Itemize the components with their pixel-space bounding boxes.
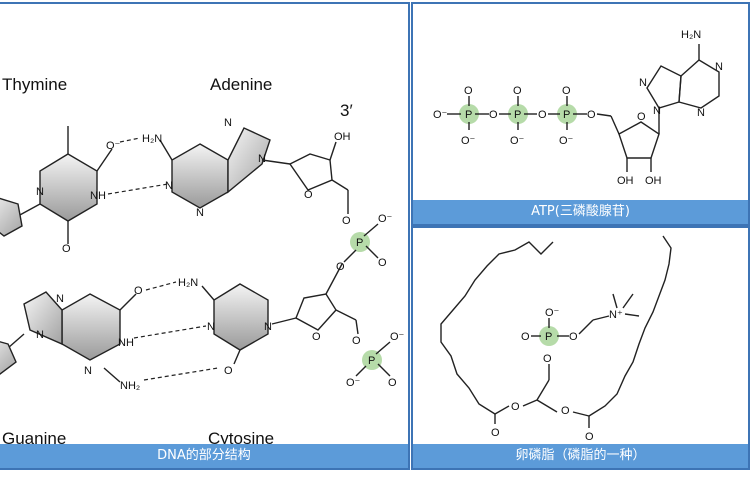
svg-text:O: O: [464, 85, 473, 97]
svg-text:H₂N: H₂N: [178, 277, 198, 289]
svg-text:O: O: [587, 109, 596, 121]
svg-text:O: O: [562, 85, 571, 97]
svg-text:P: P: [356, 237, 363, 249]
lecithin-caption: 卵磷脂（磷脂的一种）: [413, 444, 748, 468]
svg-text:O: O: [352, 335, 361, 347]
svg-text:O: O: [378, 257, 387, 269]
dna-caption: DNA的部分结构: [0, 444, 408, 468]
svg-text:NH: NH: [90, 190, 106, 202]
atp-adenine: H₂N N N N N: [639, 29, 723, 119]
svg-text:N: N: [165, 180, 173, 192]
svg-text:O: O: [489, 109, 498, 121]
svg-text:O⁻: O⁻: [390, 331, 405, 343]
phosphocholine-head: P O⁻ O O N⁺: [521, 293, 640, 346]
svg-text:O⁻: O⁻: [510, 135, 525, 147]
lecithin-structure-diagram: O O O O O P O⁻ O O N⁺: [440, 235, 672, 443]
lecithin-panel: O O O O O P O⁻ O O N⁺: [411, 226, 750, 470]
cytosine-label: Cytosine: [208, 429, 274, 448]
svg-text:P: P: [514, 109, 521, 121]
svg-text:O⁻: O⁻: [378, 213, 393, 225]
svg-text:OH: OH: [617, 175, 634, 187]
svg-text:O⁻: O⁻: [433, 109, 448, 121]
svg-text:N⁺: N⁺: [609, 309, 623, 321]
atp-caption: ATP(三磷酸腺苷): [413, 200, 748, 224]
lower-sugar: O O: [295, 263, 361, 347]
svg-text:O: O: [521, 331, 530, 343]
adenine-molecule: H₂N N N N N: [142, 117, 291, 219]
svg-text:N: N: [224, 117, 232, 129]
svg-text:N: N: [207, 321, 215, 333]
svg-text:O: O: [62, 243, 71, 255]
svg-text:O: O: [224, 365, 233, 377]
svg-text:N: N: [56, 293, 64, 305]
svg-text:NH: NH: [118, 337, 134, 349]
dna-panel: Thymine Adenine 3′ Guanine Cytosine O⁻ N…: [0, 2, 410, 470]
svg-text:O⁻: O⁻: [545, 307, 560, 319]
guanine-molecule: O NH N N N NH₂: [0, 285, 143, 392]
svg-text:O⁻: O⁻: [106, 140, 121, 152]
svg-text:N: N: [84, 365, 92, 377]
upper-sugar: O OH O: [288, 131, 351, 227]
svg-text:OH: OH: [645, 175, 662, 187]
cytosine-molecule: H₂N N O N: [178, 277, 297, 377]
svg-text:O: O: [538, 109, 547, 121]
dna-phosphate-lower: P O⁻ O O⁻: [346, 331, 405, 389]
fatty-chain-right: [588, 235, 672, 417]
svg-text:O: O: [388, 377, 397, 389]
svg-text:P: P: [563, 109, 570, 121]
svg-text:N: N: [715, 61, 723, 73]
svg-text:OH: OH: [334, 131, 351, 143]
fatty-chain-left: [440, 241, 554, 415]
svg-text:O: O: [304, 189, 313, 201]
svg-text:N: N: [639, 77, 647, 89]
svg-text:O: O: [134, 285, 143, 297]
svg-text:N: N: [196, 207, 204, 219]
svg-text:O⁻: O⁻: [559, 135, 574, 147]
three-prime-label: 3′: [340, 101, 353, 120]
svg-text:H₂N: H₂N: [142, 133, 162, 145]
atp-ribose: O OH OH: [610, 108, 662, 187]
svg-text:O: O: [561, 405, 570, 417]
svg-text:O⁻: O⁻: [346, 377, 361, 389]
atp-phosphate-chain: O⁻ P O O⁻ O P O O⁻ O P O O⁻ O: [433, 85, 612, 147]
svg-text:P: P: [465, 109, 472, 121]
svg-text:O: O: [543, 353, 552, 365]
guanine-label: Guanine: [2, 429, 66, 448]
svg-text:O: O: [585, 431, 594, 443]
glycerol-backbone: O O O O O: [491, 353, 594, 443]
svg-text:O: O: [342, 215, 351, 227]
svg-text:O: O: [511, 401, 520, 413]
svg-text:N: N: [653, 105, 661, 117]
adenine-label: Adenine: [210, 75, 272, 94]
svg-text:O: O: [312, 331, 321, 343]
svg-text:H₂N: H₂N: [681, 29, 701, 41]
svg-text:N: N: [36, 329, 44, 341]
svg-text:N: N: [36, 186, 44, 198]
svg-text:N: N: [258, 153, 266, 165]
svg-text:O: O: [569, 331, 578, 343]
atp-panel: O⁻ P O O⁻ O P O O⁻ O P O O⁻ O: [411, 2, 750, 226]
atp-structure-diagram: O⁻ P O O⁻ O P O O⁻ O P O O⁻ O: [433, 29, 723, 187]
svg-text:O: O: [637, 111, 646, 123]
svg-text:O: O: [491, 427, 500, 439]
thymine-molecule: O⁻ NH O N: [0, 126, 121, 255]
svg-text:O⁻: O⁻: [461, 135, 476, 147]
svg-text:N: N: [264, 321, 272, 333]
thymine-label: Thymine: [2, 75, 67, 94]
svg-text:O: O: [513, 85, 522, 97]
svg-text:NH₂: NH₂: [120, 380, 140, 392]
svg-text:P: P: [368, 355, 375, 367]
svg-text:P: P: [545, 331, 552, 343]
svg-text:N: N: [697, 107, 705, 119]
dna-structure-diagram: Thymine Adenine 3′ Guanine Cytosine O⁻ N…: [0, 75, 405, 448]
